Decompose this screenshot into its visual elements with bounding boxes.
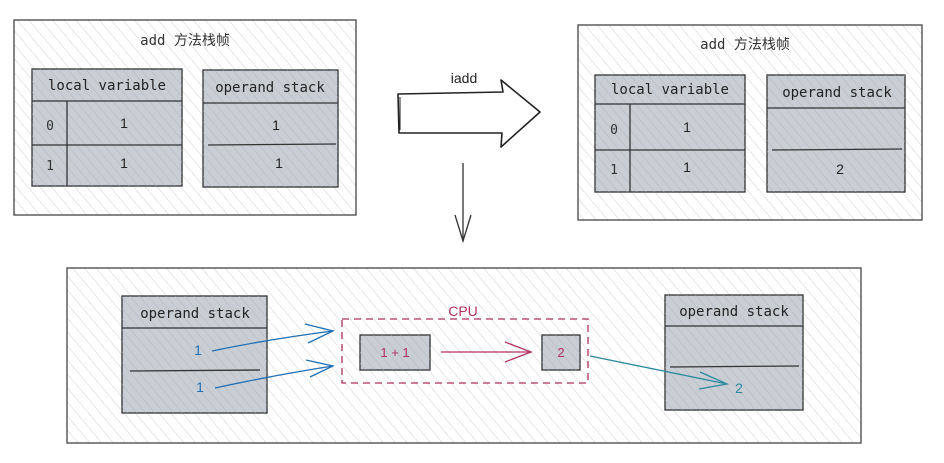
frame-after-title: add 方法栈帧 <box>700 37 790 53</box>
operand-stack-header: operand stack <box>140 306 250 322</box>
local-value: 1 <box>120 155 128 171</box>
operand-stack-value: 1 <box>194 342 202 358</box>
iadd-arrow: iadd <box>397 70 541 148</box>
frame-before-title: add 方法栈帧 <box>140 33 230 49</box>
cpu-result: 2 <box>557 345 564 360</box>
local-table-header: local variable <box>48 78 166 94</box>
detail-input-stack: operand stack 1 1 <box>121 295 268 414</box>
arrow-icon <box>211 330 334 352</box>
operand-stack-value: 1 <box>196 379 204 395</box>
operand-stack-header: operand stack <box>679 304 789 320</box>
instruction-label: iadd <box>451 70 477 86</box>
frame-after-operand-stack: operand stack 2 <box>766 74 906 193</box>
down-arrow-icon <box>454 163 472 244</box>
frame-before: add 方法栈帧 local variable 0 1 1 1 operand … <box>13 19 357 216</box>
local-value: 1 <box>683 159 691 175</box>
frame-before-local-table: local variable 0 1 1 1 <box>31 68 183 187</box>
local-index: 0 <box>610 123 618 138</box>
local-index: 0 <box>46 119 54 134</box>
output-arrow-icon <box>589 355 730 390</box>
detail-output-stack: operand stack 2 <box>664 294 804 411</box>
local-value: 1 <box>120 115 128 131</box>
cpu-label: CPU <box>448 303 478 319</box>
block-arrow-icon <box>397 79 541 148</box>
operand-stack-value: 2 <box>836 161 844 177</box>
operand-stack-value: 2 <box>735 380 743 396</box>
arrow-icon <box>441 341 533 363</box>
cpu-expression: 1 + 1 <box>380 345 409 360</box>
frame-before-operand-stack: operand stack 1 1 <box>202 69 339 188</box>
operand-stack-header: operand stack <box>215 80 325 96</box>
operand-stack-header: operand stack <box>782 85 892 101</box>
detail-frame: operand stack 1 1 CPU 1 + 1 2 <box>66 267 862 444</box>
local-table-header: local variable <box>611 82 729 98</box>
cpu-unit: CPU 1 + 1 2 <box>341 303 589 384</box>
frame-after: add 方法栈帧 local variable 0 1 1 1 operand … <box>577 24 923 221</box>
local-index: 1 <box>46 159 54 174</box>
arrow-icon <box>214 365 334 389</box>
local-index: 1 <box>610 163 618 178</box>
input-arrows <box>211 323 335 389</box>
local-value: 1 <box>683 119 691 135</box>
operand-stack-value: 1 <box>272 117 280 133</box>
frame-after-local-table: local variable 0 1 1 1 <box>594 74 746 193</box>
operand-stack-value: 1 <box>275 155 283 171</box>
